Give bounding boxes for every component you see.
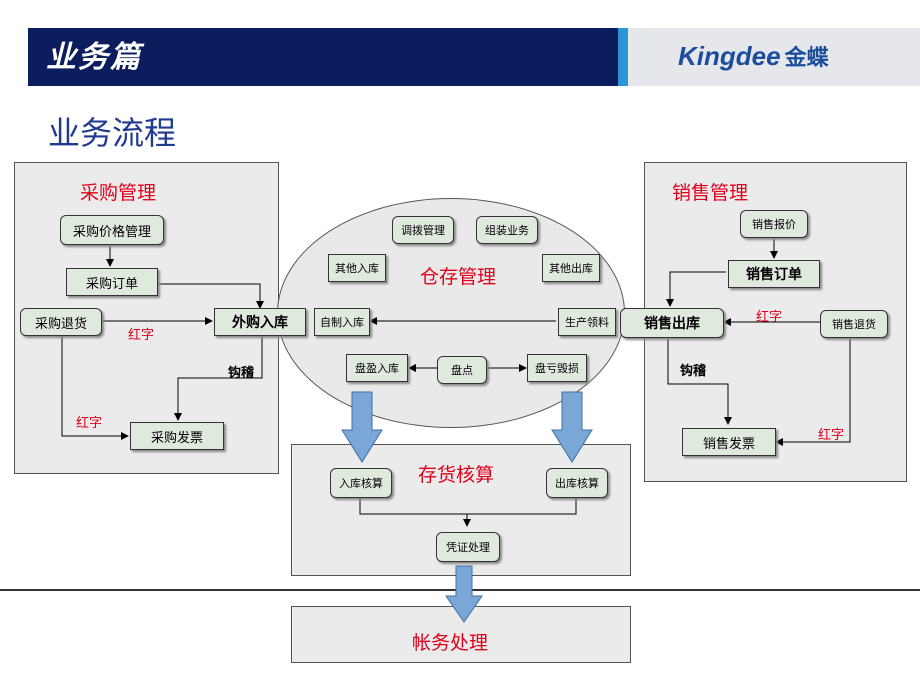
wire-return-to-invoice [775,338,851,446]
section-title: 业务篇 [46,40,142,75]
flow-arrow-to-out-accounting [551,391,593,463]
warehouse-surplus-in-node[interactable]: 盘盈入库 [346,354,408,382]
procurement-invoice-node[interactable]: 采购发票 [130,422,224,450]
wire-out-to-invoice [667,337,732,425]
flow-arrow-to-in-accounting [341,391,383,463]
sales-order-node[interactable]: 销售订单 [728,260,820,288]
out-accounting-node[interactable]: 出库核算 [546,468,608,498]
sales-quote-node[interactable]: 销售报价 [740,210,808,238]
voucher-node[interactable]: 凭证处理 [436,532,500,562]
warehouse-assembly-node[interactable]: 组装业务 [476,216,538,244]
page-title: 业务流程 [48,114,177,152]
procurement-order-node[interactable]: 采购订单 [66,268,158,296]
logo-cn: 金蝶 [784,46,829,71]
sales-title: 销售管理 [672,182,749,204]
warehouse-title: 仓存管理 [420,266,497,288]
wire-order-to-purchase-in [158,283,264,309]
warehouse-self-made-in-node[interactable]: 自制入库 [314,308,370,336]
inventory-accounting-title: 存货核算 [418,464,495,486]
flow-arrow-to-ledger [445,565,483,623]
sales-return-node[interactable]: 销售退货 [820,310,888,338]
procurement-red-label-invoice: 红字 [76,416,103,431]
procurement-price-mgmt-node[interactable]: 采购价格管理 [60,215,164,245]
sales-red-label-return: 红字 [756,310,783,325]
procurement-title: 采购管理 [80,182,157,204]
warehouse-stocktake-node[interactable]: 盘点 [437,356,487,384]
procurement-hook-label: 钩稽 [228,366,255,381]
wire-accounting-join [359,496,577,515]
warehouse-purchase-in-node[interactable]: 外购入库 [214,308,306,336]
sales-hook-label: 钩稽 [680,364,707,379]
logo-text: Kingdee [678,41,781,71]
warehouse-other-out-node[interactable]: 其他出库 [542,254,600,282]
procurement-red-label-return: 红字 [128,328,155,343]
warehouse-loss-damage-node[interactable]: 盘亏毁损 [527,354,587,382]
ledger-title: 帐务处理 [412,632,489,654]
header-logo-area [628,28,920,86]
procurement-return-node[interactable]: 采购退货 [20,308,102,336]
wire-purchase-in-to-invoice [174,334,263,421]
in-accounting-node[interactable]: 入库核算 [330,468,392,498]
sales-invoice-node[interactable]: 销售发票 [682,428,776,456]
wire-return-to-invoice [61,336,129,440]
warehouse-transfer-node[interactable]: 调拨管理 [392,216,454,244]
sales-red-label-invoice: 红字 [818,428,845,443]
header-accent [618,28,628,86]
sales-out-node[interactable]: 销售出库 [620,308,724,338]
warehouse-other-in-node[interactable]: 其他入库 [328,254,386,282]
warehouse-production-pick-node[interactable]: 生产领料 [558,308,616,336]
wire-order-to-out [666,271,726,307]
